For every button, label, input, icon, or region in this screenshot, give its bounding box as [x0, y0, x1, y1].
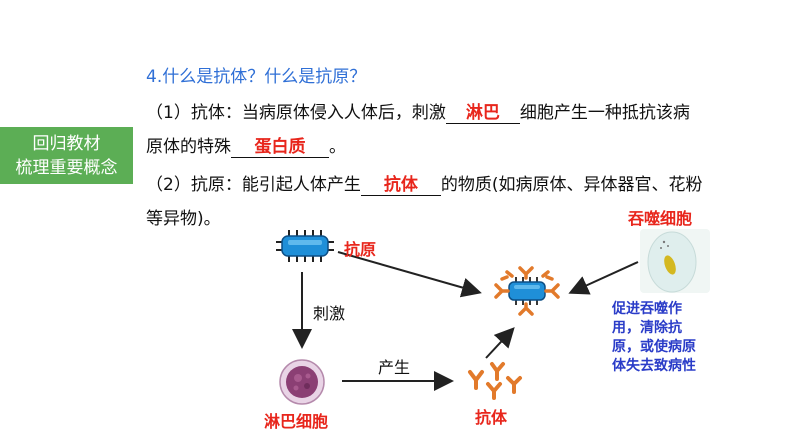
phagocyte-effect-note: 促进吞噬作 用，清除抗 原，或使病原 体失去致病性 — [612, 300, 732, 376]
antigen-text-1: （2）抗原：能引起人体产生 — [146, 175, 361, 195]
arrow-antigen-to-complex — [337, 251, 482, 298]
antigen-text-2: 的物质(如病原体、异体器官、花粉 — [440, 175, 703, 195]
lymphocyte-icon — [279, 359, 325, 405]
antibody-icon — [468, 362, 522, 400]
antibody-text-4: 。 — [329, 137, 346, 157]
effect-line-1: 促进吞噬作 — [612, 301, 682, 317]
badge-line-2: 梳理重要概念 — [15, 157, 118, 178]
answer-blank-antibody: 抗体 — [360, 175, 441, 196]
antigen-label: 抗原 — [344, 240, 377, 259]
answer-blank-protein: 蛋白质 — [231, 137, 329, 158]
antigen-definition-line-1: （2）抗原：能引起人体产生抗体的物质(如病原体、异体器官、花粉 — [146, 174, 702, 196]
effect-line-3: 原，或使病原 — [612, 339, 696, 355]
answer-blank-lymph: 淋巴 — [445, 103, 520, 124]
arrow-antibody-to-complex — [485, 327, 515, 359]
question-title: 4.什么是抗体？什么是抗原？ — [146, 67, 367, 87]
stimulate-label: 刺激 — [313, 304, 346, 323]
antibody-definition-line-1: （1）抗体：当病原体侵入人体后，刺激淋巴细胞产生一种抵抗该病 — [146, 102, 690, 124]
effect-line-2: 用，清除抗 — [612, 320, 682, 336]
antigen-antibody-complex-icon — [494, 266, 560, 316]
phagocyte-label: 吞噬细胞 — [628, 209, 693, 228]
phagocyte-icon — [640, 229, 710, 293]
badge-line-1: 回归教材 — [32, 133, 101, 154]
antibody-definition-line-2: 原体的特殊蛋白质。 — [146, 136, 346, 158]
antibody-text-2: 细胞产生一种抵抗该病 — [519, 103, 690, 123]
antigen-icon — [276, 230, 334, 262]
section-badge: 回归教材 梳理重要概念 — [0, 127, 133, 184]
antibody-label: 抗体 — [475, 408, 508, 427]
antibody-text-1: （1）抗体：当病原体侵入人体后，刺激 — [146, 103, 446, 123]
lymphocyte-label: 淋巴细胞 — [264, 412, 329, 431]
produce-label: 产生 — [378, 358, 411, 377]
antigen-definition-line-2: 等异物)。 — [146, 209, 221, 229]
effect-line-4: 体失去致病性 — [612, 358, 696, 374]
antibody-text-3: 原体的特殊 — [146, 137, 231, 157]
arrow-phagocyte-to-complex — [568, 261, 639, 295]
